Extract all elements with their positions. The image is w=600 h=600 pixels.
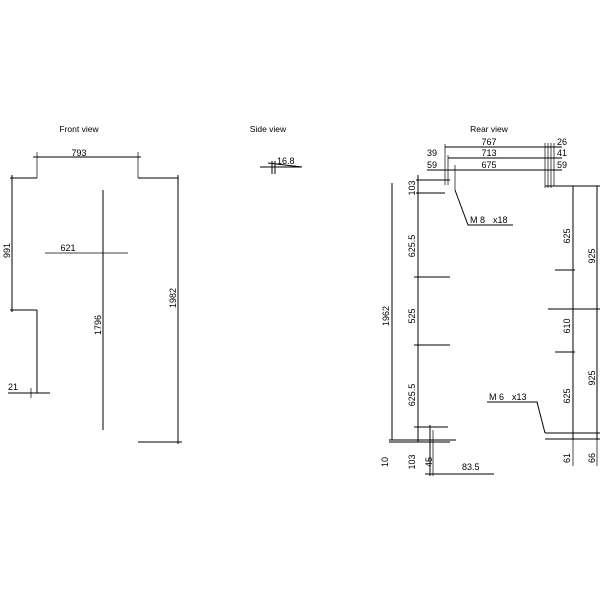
dim-26: 26 bbox=[557, 137, 567, 147]
side-view-title: Side view bbox=[250, 124, 287, 134]
dim-621: 621 bbox=[60, 243, 75, 253]
thread-m6-qty: x13 bbox=[512, 392, 527, 402]
dim-525: 525 bbox=[407, 308, 417, 323]
side-view: 16.8 bbox=[260, 156, 303, 174]
dim-925-top: 925 bbox=[587, 248, 597, 263]
dim-45: 45 bbox=[424, 457, 434, 467]
rear-view-title: Rear view bbox=[470, 124, 509, 134]
dim-625-top: 625 bbox=[562, 228, 572, 243]
dim-21: 21 bbox=[8, 382, 18, 392]
dim-1982: 1982 bbox=[168, 288, 178, 308]
front-view: 793 991 621 1796 1982 21 bbox=[2, 148, 182, 444]
thread-m8-qty: x18 bbox=[493, 215, 508, 225]
dim-16-8: 16.8 bbox=[277, 156, 295, 166]
dim-59-right: 59 bbox=[557, 160, 567, 170]
dim-991: 991 bbox=[2, 243, 12, 258]
dim-610: 610 bbox=[562, 318, 572, 333]
dim-925-bottom: 925 bbox=[587, 370, 597, 385]
dim-767: 767 bbox=[481, 137, 496, 147]
thread-m6-size: M 6 bbox=[489, 392, 504, 402]
dim-39: 39 bbox=[427, 148, 437, 158]
dim-1796: 1796 bbox=[93, 315, 103, 335]
rear-view: 767 713 675 39 59 26 41 59 103 625.5 525… bbox=[380, 137, 600, 476]
dim-1962: 1962 bbox=[381, 306, 391, 326]
dim-103-top: 103 bbox=[407, 180, 417, 195]
dim-83-5: 83.5 bbox=[462, 462, 480, 472]
dim-793: 793 bbox=[71, 148, 86, 158]
front-view-title: Front view bbox=[59, 124, 99, 134]
dim-713: 713 bbox=[481, 148, 496, 158]
thread-m8-size: M 8 bbox=[470, 215, 485, 225]
dim-675: 675 bbox=[481, 160, 496, 170]
dim-59-left: 59 bbox=[427, 160, 437, 170]
dim-66: 66 bbox=[587, 453, 597, 463]
dim-61: 61 bbox=[562, 453, 572, 463]
dim-625-bottom: 625 bbox=[562, 388, 572, 403]
dim-625-5-bottom: 625.5 bbox=[407, 384, 417, 407]
dim-10: 10 bbox=[380, 457, 390, 467]
dim-41: 41 bbox=[557, 148, 567, 158]
dim-625-5-top: 625.5 bbox=[407, 235, 417, 258]
dim-103-bottom: 103 bbox=[407, 454, 417, 469]
